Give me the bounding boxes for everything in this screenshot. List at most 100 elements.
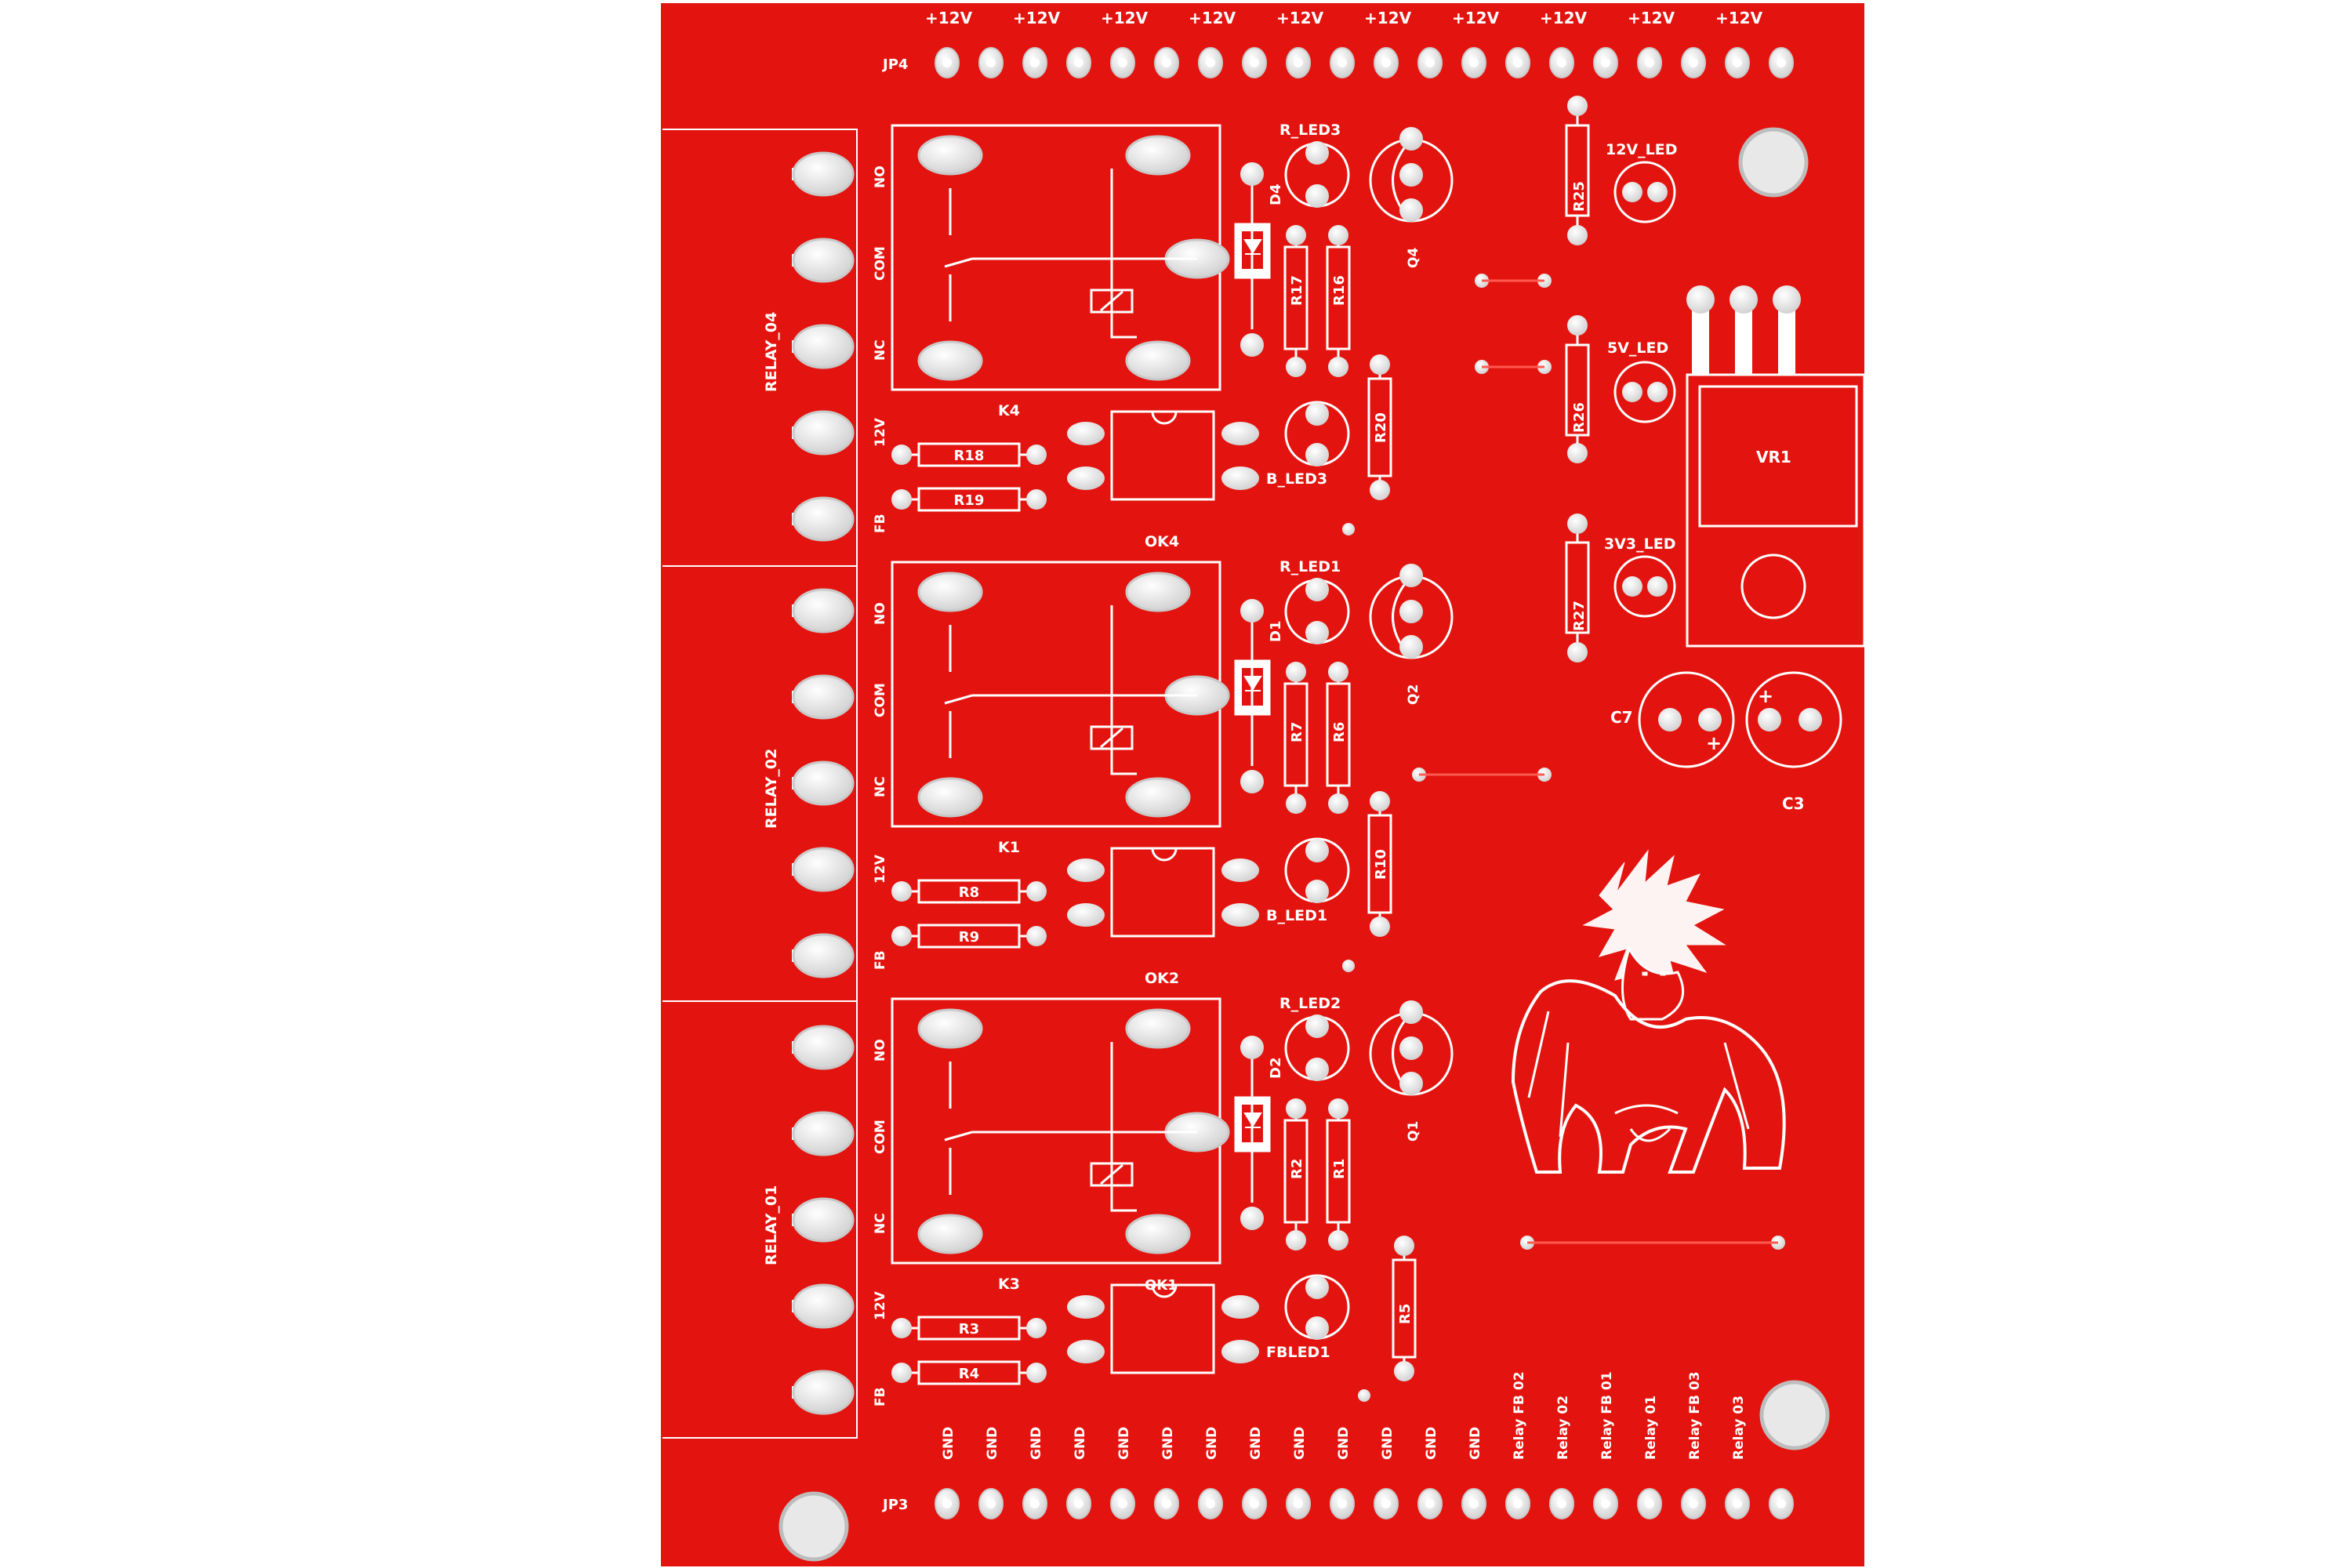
relay-pad [1125, 777, 1191, 818]
jp3-pin [1242, 1488, 1267, 1519]
led-12v-label: 12V_LED [1606, 141, 1678, 158]
jp3-pin [1110, 1488, 1135, 1519]
terminal-pin-label: COM [873, 246, 888, 281]
terminal-pad [792, 1370, 855, 1415]
pad [1305, 1316, 1329, 1340]
transistor-label: Q2 [1406, 684, 1421, 705]
ic-pad [1067, 422, 1105, 445]
regulator-vr1: VR1 [1686, 285, 1866, 648]
led-blue-label: B_LED3 [1266, 470, 1327, 488]
terminal-pin-label: COM [873, 1120, 888, 1154]
pad [891, 881, 912, 902]
terminal-label: RELAY_02 [763, 749, 780, 829]
pad [1305, 443, 1329, 466]
terminal-pad [792, 847, 855, 892]
jp4-pin-labels: +12V+12V+12V+12V+12V+12V+12V+12V+12V+12V [925, 9, 1763, 27]
terminal-pin-label: COM [873, 683, 888, 717]
terminal-pad [792, 674, 855, 720]
pad [891, 1318, 912, 1338]
pad [1305, 1276, 1329, 1299]
terminal-pin-label: 12V [873, 854, 888, 884]
jp3-pin-label: GND [1468, 1427, 1483, 1460]
pad [1286, 793, 1306, 814]
pad [891, 489, 912, 510]
jp3-pin-label: Relay FB 02 [1512, 1371, 1527, 1460]
led-red-label: R_LED2 [1279, 995, 1341, 1012]
pad [1370, 916, 1390, 937]
jp3-pin-label: Relay 03 [1731, 1396, 1747, 1460]
jp4-pin [1374, 47, 1399, 78]
pad [891, 926, 912, 946]
pad [1305, 141, 1329, 165]
pad [1328, 357, 1348, 377]
pad [1370, 354, 1390, 375]
jp4-pin-label: +12V [1276, 9, 1324, 27]
pad [1399, 1036, 1423, 1060]
pad [1026, 445, 1047, 465]
pad [1328, 662, 1348, 682]
transistor-label: Q4 [1406, 248, 1421, 268]
jp4-pin-label: +12V [1013, 9, 1061, 27]
pad [1370, 480, 1390, 500]
jp3-pin-label: GND [1248, 1427, 1264, 1460]
jp4-pin [1198, 47, 1223, 78]
r25-label: R25 [1571, 181, 1588, 212]
terminal-pad [792, 1025, 855, 1070]
resistor-label: R6 [1331, 722, 1348, 742]
jp3-pin-label: GND [1380, 1427, 1396, 1460]
jp3-pin-label: Relay FB 03 [1687, 1371, 1703, 1460]
pad [1399, 163, 1423, 187]
terminal-pad [792, 588, 855, 633]
led-5v-label: 5V_LED [1607, 339, 1668, 357]
terminal-pad [792, 238, 855, 283]
terminal-pin-label: NC [873, 339, 888, 361]
jp4-pin [935, 47, 960, 78]
jp3-pin [1374, 1488, 1399, 1519]
resistor-label: R7 [1289, 722, 1305, 742]
diode-label: D2 [1268, 1058, 1284, 1079]
jp3-pin-label: Relay FB 01 [1599, 1371, 1615, 1460]
mounting-hole-top-right [1738, 127, 1809, 198]
jp3-pin-label: GND [1336, 1427, 1352, 1460]
jp4-pin [1637, 47, 1662, 78]
led-red-label: R_LED1 [1279, 558, 1341, 575]
relay-pad [917, 1008, 983, 1049]
jp3-pin [1330, 1488, 1355, 1519]
pad [1328, 225, 1348, 245]
jp4-pin [1110, 47, 1135, 78]
relay-pad [917, 572, 983, 612]
pad [1026, 926, 1047, 946]
jp3-pin [1417, 1488, 1443, 1519]
jp3-pins [935, 1488, 1794, 1519]
terminal-pad [792, 1111, 855, 1156]
relay-pad [1125, 572, 1191, 612]
diode-label: D4 [1268, 184, 1284, 205]
resistor-label: R2 [1289, 1159, 1305, 1179]
terminal-pad [792, 1283, 855, 1329]
terminal-pin-label: FB [873, 514, 888, 533]
jp4-pin [1593, 47, 1618, 78]
pad [1370, 791, 1390, 811]
pad [1286, 225, 1306, 245]
resistor-label: R16 [1331, 275, 1348, 306]
pad [1394, 1236, 1414, 1256]
jp4-pin [1725, 47, 1750, 78]
jp3-pin [978, 1488, 1004, 1519]
resistor-label: R18 [954, 448, 985, 464]
pad [1399, 564, 1423, 587]
pad [1399, 635, 1423, 659]
terminal-label: RELAY_01 [763, 1185, 780, 1265]
jp3-pin-label: GND [1292, 1427, 1308, 1460]
terminal-label: RELAY_04 [763, 312, 780, 392]
jp4-pins [935, 47, 1794, 78]
resistor-label: R5 [1397, 1304, 1414, 1324]
jp3-pin [935, 1488, 960, 1519]
pad [1305, 402, 1329, 426]
jp4-pin [1154, 47, 1179, 78]
relay-pad [917, 1214, 983, 1254]
jp3-pin-label: GND [1073, 1427, 1088, 1460]
pad [1305, 184, 1329, 208]
